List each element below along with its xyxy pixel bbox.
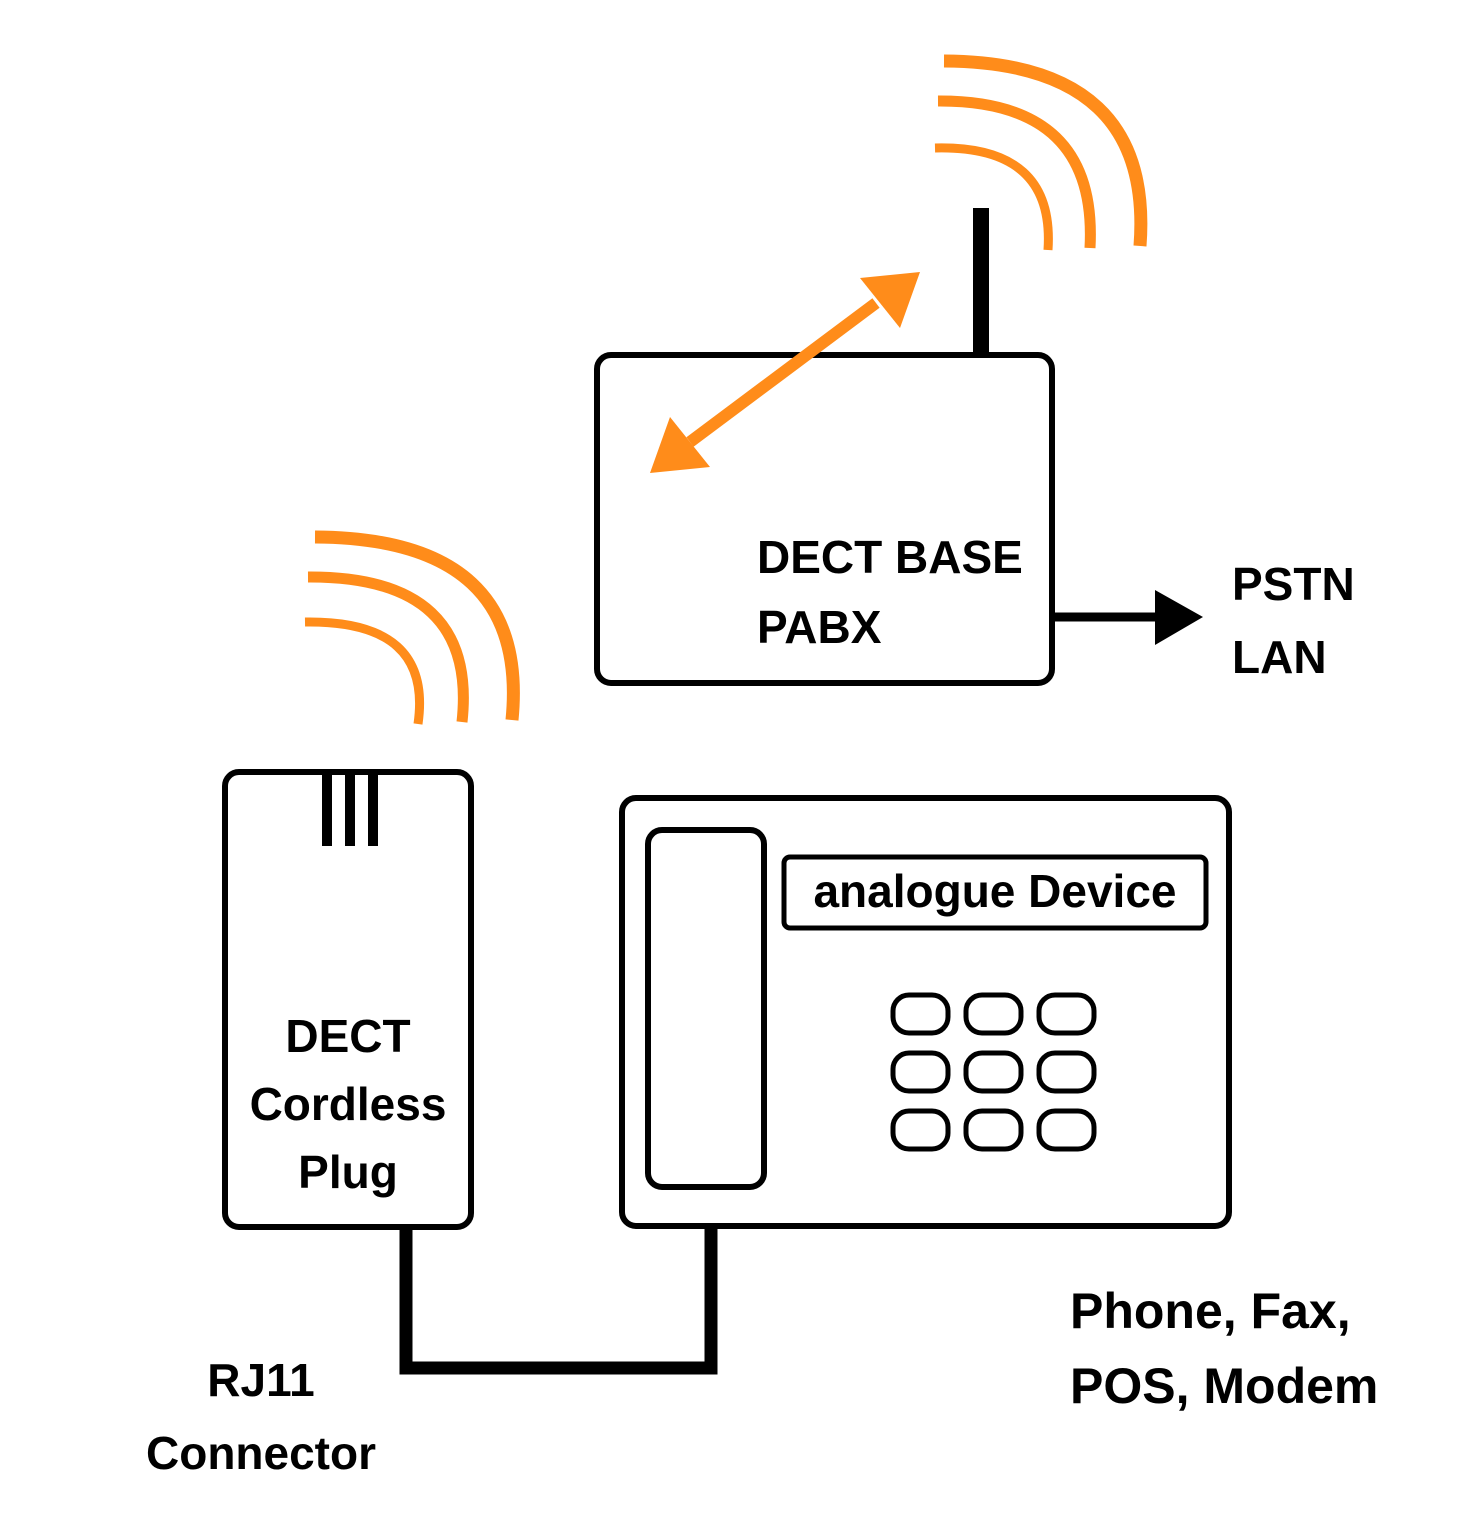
plug-label-line1: DECT	[285, 1010, 410, 1062]
device-types-line1: Phone, Fax,	[1070, 1283, 1351, 1339]
network-label-line2: LAN	[1232, 631, 1327, 683]
base-radio-waves-icon	[934, 54, 1148, 251]
network-label-line1: PSTN	[1232, 558, 1355, 610]
keypad-button	[963, 1108, 1024, 1152]
device-keypad	[890, 992, 1097, 1152]
bidirectional-arrow-icon	[650, 272, 920, 473]
keypad-button	[1036, 1050, 1097, 1094]
plug-radio-waves-icon	[304, 530, 520, 725]
device-display	[781, 854, 1209, 931]
analogue-device-box	[619, 795, 1232, 1229]
device-types-line2: POS, Modem	[1070, 1358, 1378, 1414]
keypad-button	[1036, 992, 1097, 1036]
base-label-line2: PABX	[757, 601, 882, 653]
connector-label-line2: Connector	[146, 1427, 376, 1479]
keypad-button	[890, 1050, 951, 1094]
rj11-cable	[399, 1227, 718, 1375]
device-handset	[645, 827, 767, 1190]
keypad-button	[963, 1050, 1024, 1094]
plug-label-line3: Plug	[298, 1146, 398, 1198]
base-label-line1: DECT BASE	[757, 531, 1023, 583]
keypad-button	[890, 1108, 951, 1152]
device-display-label: analogue Device	[813, 865, 1176, 917]
plug-vent-lines	[322, 772, 378, 846]
keypad-button	[890, 992, 951, 1036]
keypad-button	[1036, 1108, 1097, 1152]
keypad-button	[963, 992, 1024, 1036]
plug-label-line2: Cordless	[250, 1078, 447, 1130]
arrow-right-icon	[1052, 590, 1203, 645]
dect-base-box	[594, 352, 1055, 686]
connector-label-line1: RJ11	[207, 1354, 314, 1406]
